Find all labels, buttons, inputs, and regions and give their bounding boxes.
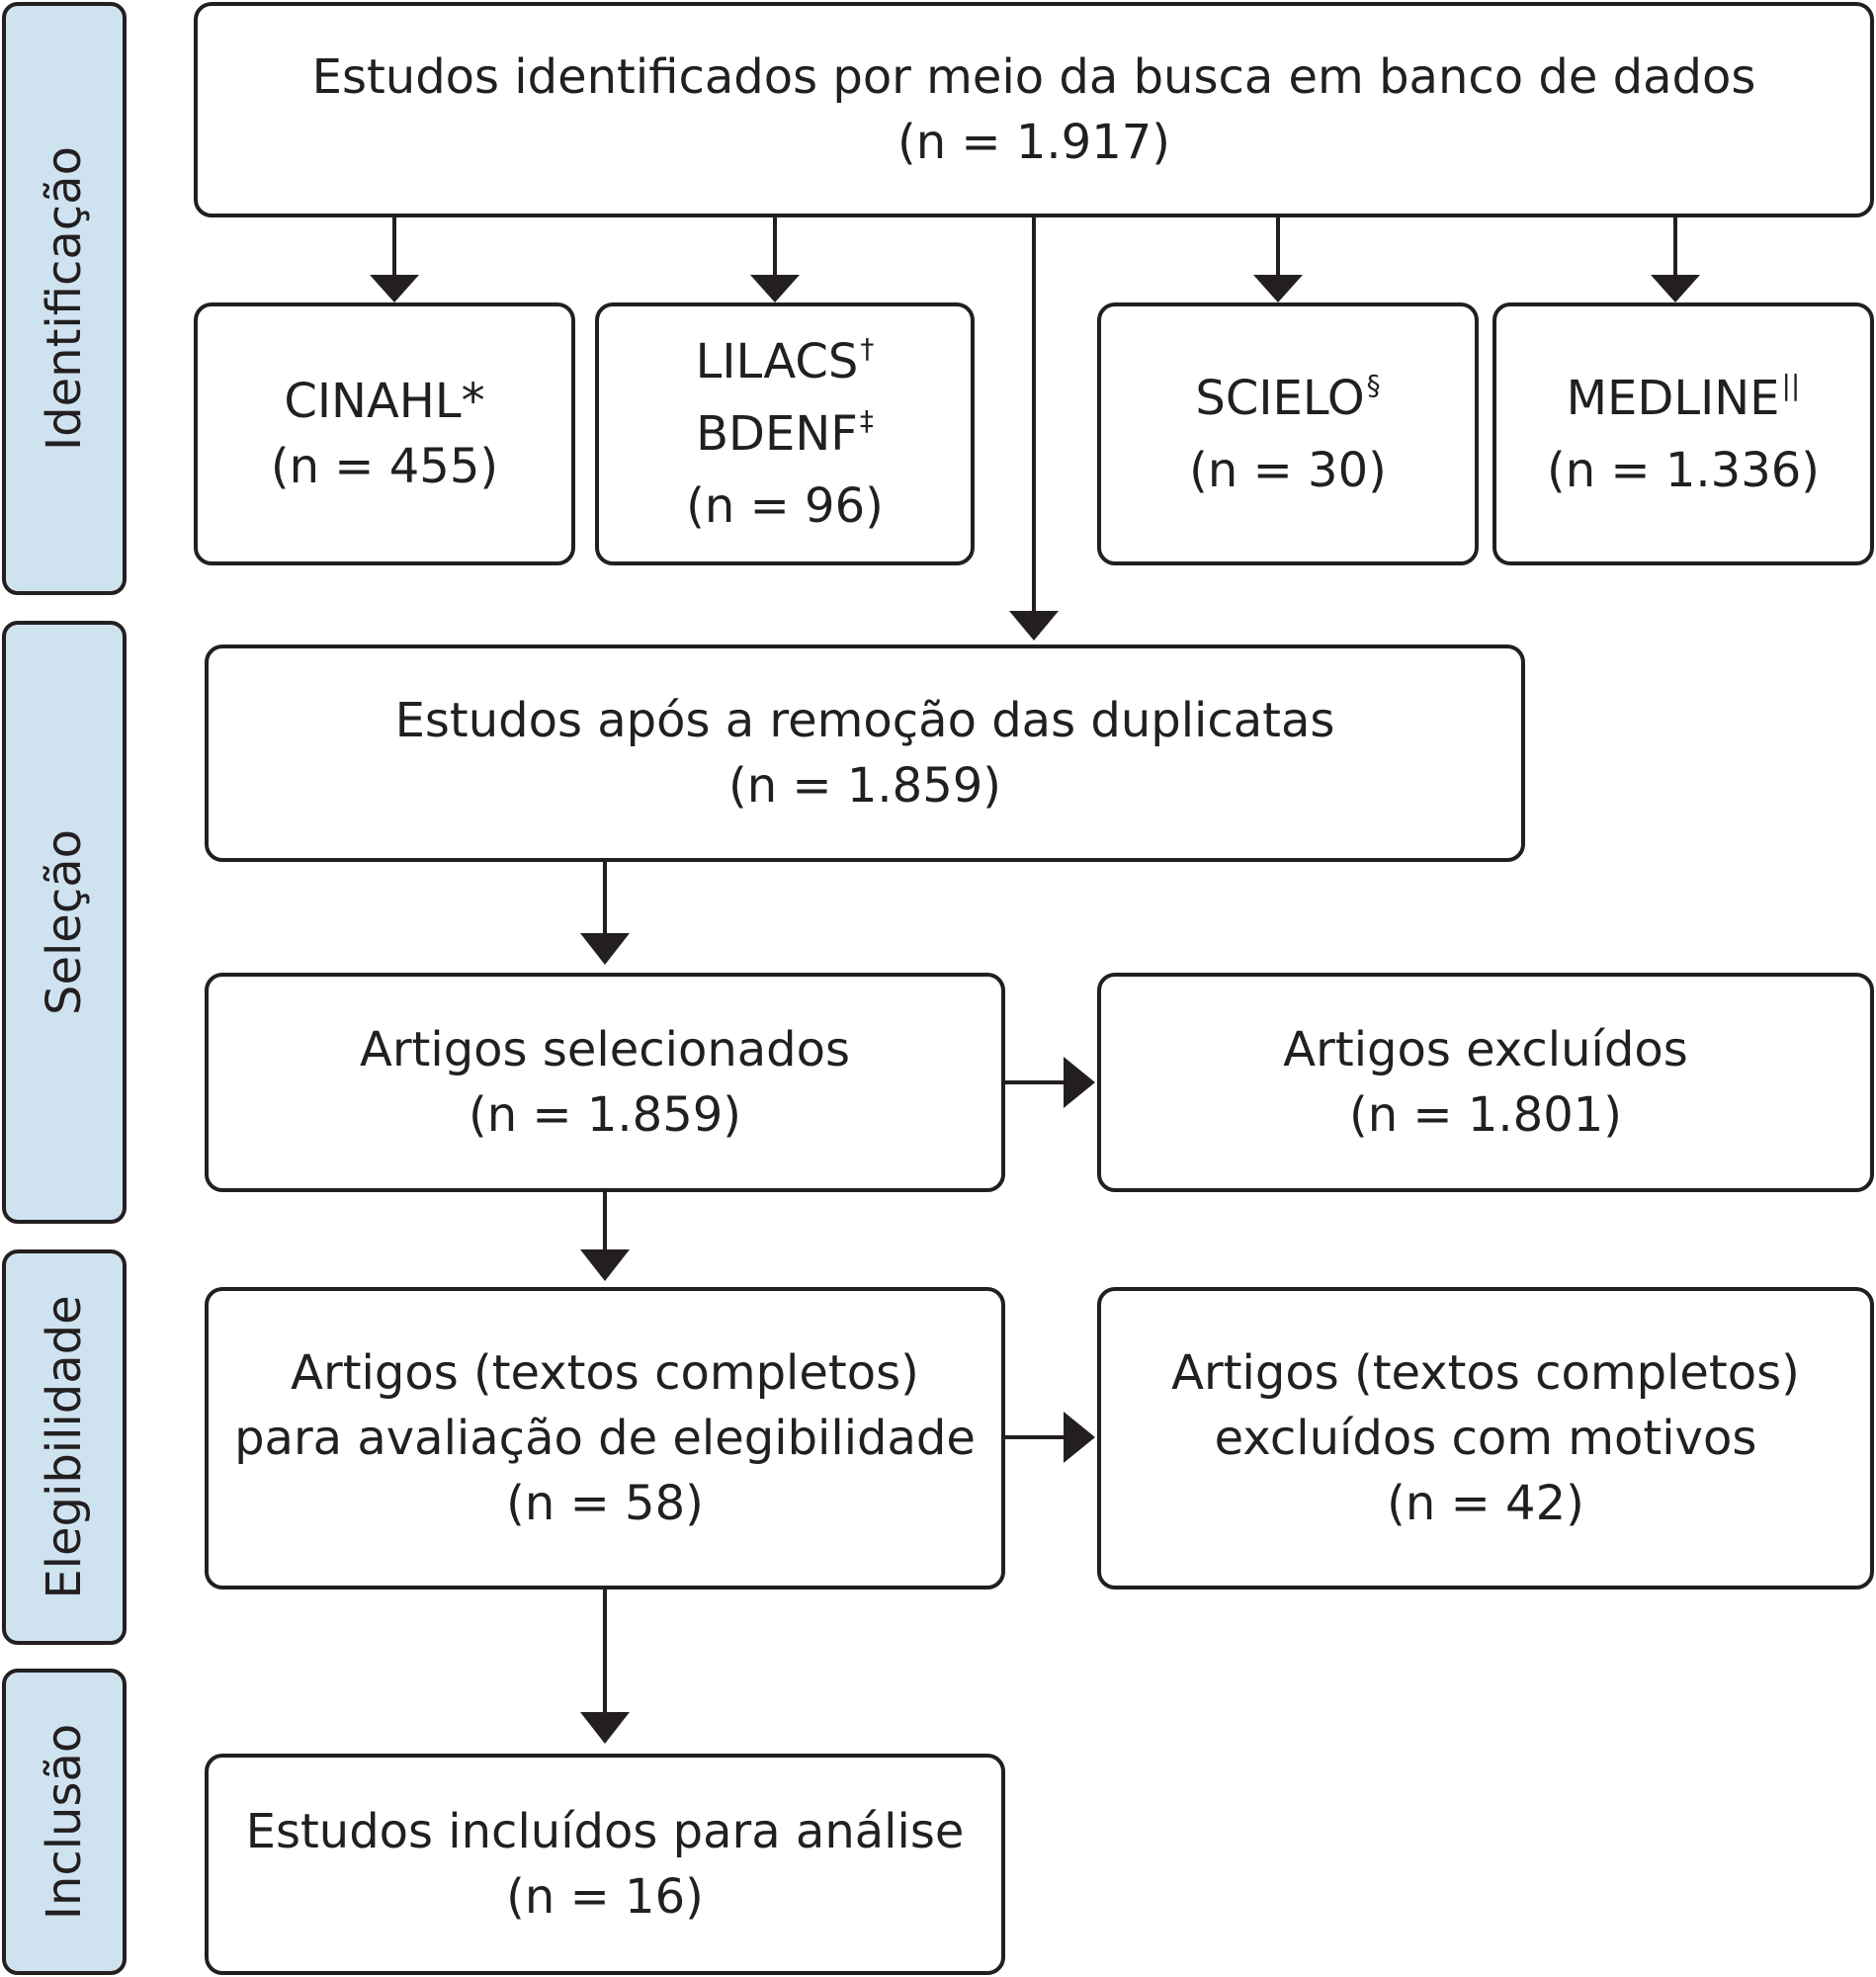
arrowhead-to-included: [580, 1712, 630, 1744]
included-count: (n = 16): [506, 1869, 704, 1925]
box-selected: Artigos selecionados (n = 1.859): [205, 973, 1005, 1192]
lilacs-count: (n = 96): [686, 478, 884, 534]
box-fulltext: Artigos (textos completos) para avaliaçã…: [205, 1287, 1005, 1590]
box-medline: MEDLINE|| (n = 1.336): [1492, 302, 1874, 565]
arrowhead-to-scielo: [1253, 275, 1303, 302]
lilacs-label-line: LILACS†: [696, 329, 875, 401]
box-identified: Estudos identificados por meio da busca …: [194, 2, 1874, 217]
scielo-label: SCIELO: [1195, 370, 1365, 426]
medline-count: (n = 1.336): [1546, 442, 1821, 498]
box-scielo: SCIELO§ (n = 30): [1097, 302, 1479, 565]
box-included: Estudos incluídos para análise (n = 16): [205, 1754, 1005, 1975]
fulltext-count: (n = 58): [506, 1476, 704, 1531]
arrowhead-to-fulltext-excluded: [1064, 1412, 1095, 1463]
identified-count: (n = 1.917): [896, 115, 1171, 170]
arrowhead-to-fulltext: [580, 1249, 630, 1281]
fulltext-label-1: Artigos (textos completos): [291, 1345, 919, 1401]
medline-label: MEDLINE: [1566, 370, 1780, 426]
arrowhead-to-medline: [1651, 275, 1700, 302]
stage-identification: Identificação: [2, 2, 127, 595]
box-after-duplicates: Estudos após a remoção das duplicatas (n…: [205, 645, 1525, 862]
arrowhead-to-duplicates: [1009, 611, 1059, 641]
cinahl-mark: *: [461, 374, 485, 429]
included-label: Estudos incluídos para análise: [245, 1804, 965, 1859]
arrowhead-to-lilacs: [750, 275, 800, 302]
medline-label-line: MEDLINE||: [1567, 366, 1801, 438]
arrowhead-to-excluded: [1064, 1057, 1095, 1108]
scielo-mark: §: [1366, 368, 1381, 401]
stage-selection: Seleção: [2, 621, 127, 1224]
arrowhead-to-cinahl: [370, 275, 419, 302]
bdenf-mark: ‡: [859, 404, 874, 437]
selected-count: (n = 1.859): [468, 1087, 742, 1143]
stage-inclusion: Inclusão: [2, 1669, 127, 1975]
stage-eligibility: Elegibilidade: [2, 1249, 127, 1645]
cinahl-label-line: CINAHL*: [284, 369, 484, 434]
excluded-count: (n = 1.801): [1348, 1087, 1623, 1143]
fulltext-excluded-count: (n = 42): [1387, 1476, 1584, 1531]
after-duplicates-count: (n = 1.859): [727, 758, 1002, 814]
after-duplicates-label: Estudos após a remoção das duplicatas: [394, 693, 1335, 748]
lilacs-label: LILACS: [695, 334, 859, 389]
fulltext-excluded-label-2: excluídos com motivos: [1214, 1411, 1757, 1466]
medline-mark: ||: [1781, 368, 1801, 401]
box-lilacs-bdenf: LILACS† BDENF‡ (n = 96): [595, 302, 975, 565]
box-excluded: Artigos excluídos (n = 1.801): [1097, 973, 1874, 1192]
fulltext-label-2: para avaliação de elegibilidade: [234, 1411, 976, 1466]
box-fulltext-excluded: Artigos (textos completos) excluídos com…: [1097, 1287, 1874, 1590]
scielo-count: (n = 30): [1189, 442, 1387, 498]
arrowhead-to-selected: [580, 933, 630, 965]
identified-label: Estudos identificados por meio da busca …: [311, 49, 1756, 105]
bdenf-label: BDENF: [696, 406, 858, 462]
scielo-label-line: SCIELO§: [1195, 366, 1380, 438]
selected-label: Artigos selecionados: [359, 1022, 850, 1077]
cinahl-label: CINAHL: [284, 374, 462, 429]
cinahl-count: (n = 455): [270, 439, 499, 494]
box-cinahl: CINAHL* (n = 455): [194, 302, 575, 565]
bdenf-label-line: BDENF‡: [696, 401, 874, 473]
lilacs-mark: †: [860, 332, 875, 365]
fulltext-excluded-label-1: Artigos (textos completos): [1171, 1345, 1800, 1401]
excluded-label: Artigos excluídos: [1283, 1022, 1688, 1077]
